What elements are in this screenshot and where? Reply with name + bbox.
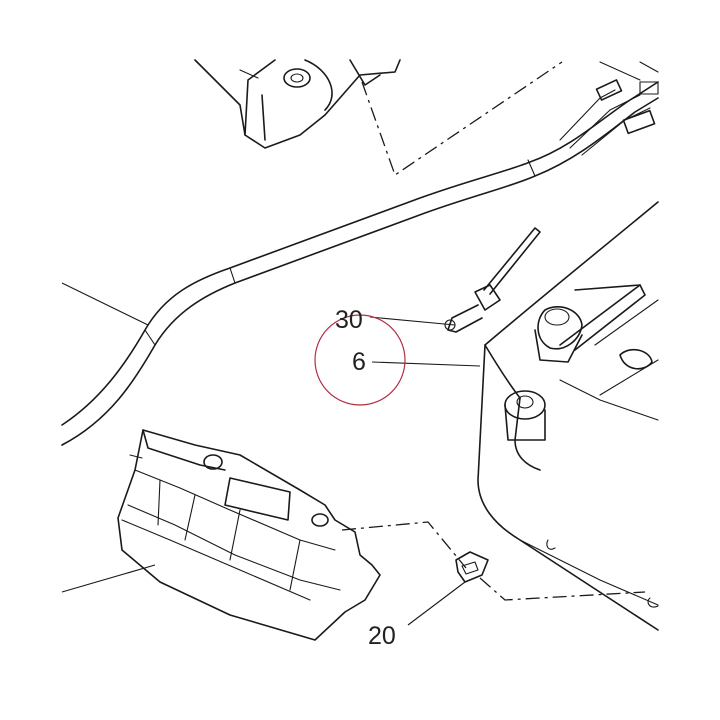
callout-20: 20 (368, 622, 396, 650)
main-housing (477, 201, 659, 631)
leader-lines (61, 282, 481, 626)
callout-6: 6 (352, 348, 366, 376)
clip-nut (455, 551, 489, 583)
upper-bracket (194, 59, 401, 149)
centerlines (341, 61, 646, 601)
wiring-harness (61, 61, 659, 446)
cable-tie (444, 227, 541, 333)
callout-30: 30 (335, 306, 363, 334)
highlight-circle (314, 314, 406, 406)
lower-cover (117, 429, 381, 641)
